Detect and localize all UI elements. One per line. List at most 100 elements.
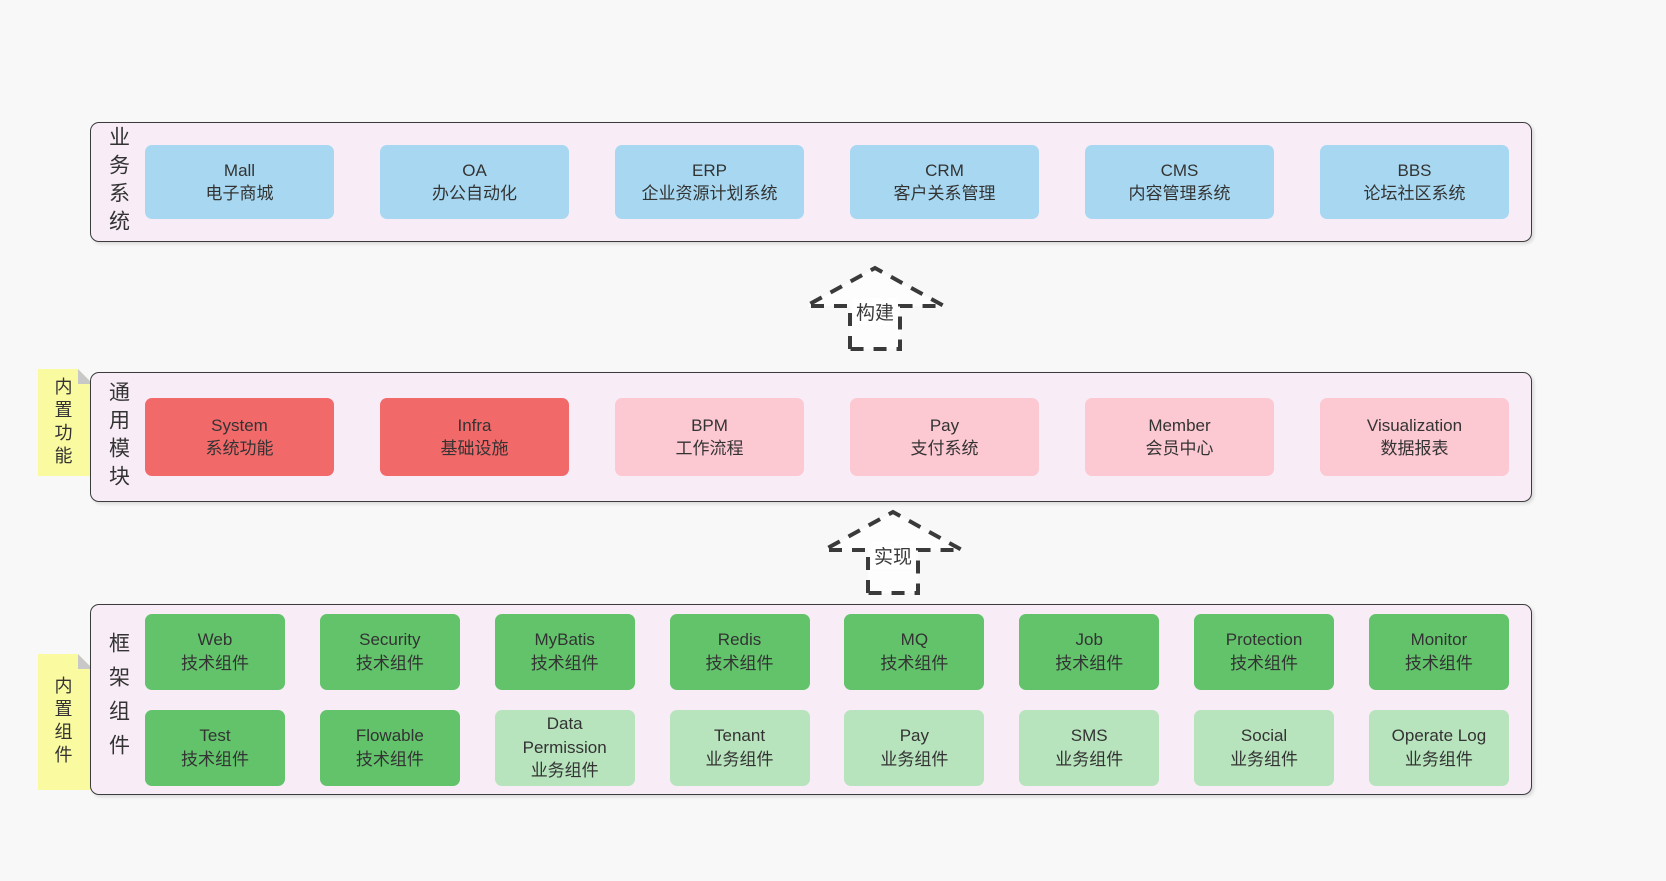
arrow-label: 实现	[870, 542, 916, 569]
box-subtitle: 技术组件	[880, 653, 949, 673]
box-subtitle: 技术组件	[705, 653, 774, 673]
box-title: Web	[197, 630, 233, 650]
box-subtitle: 基础设施	[440, 439, 509, 458]
section-label-common-modules: 通用模块	[91, 373, 145, 501]
box-web: Web 技术组件	[145, 613, 285, 690]
box-title: SMS	[1070, 726, 1108, 746]
box-operate-log: Operate Log 业务组件	[1368, 709, 1509, 786]
section-business-systems: 业务系统 Mall 电子商城 OA 办公自动化 ERP 企业资源计划系统 CRM	[90, 122, 1532, 242]
box-title: Test	[199, 726, 231, 746]
box-subtitle: 支付系统	[910, 439, 979, 458]
box-infra: Infra 基础设施	[380, 398, 569, 476]
box-title: Redis	[717, 630, 762, 650]
box-subtitle: 技术组件	[355, 653, 424, 673]
box-tenant: Tenant 业务组件	[669, 709, 810, 786]
box-subtitle: 内容管理系统	[1128, 184, 1231, 203]
build-arrow: 构建	[800, 262, 950, 352]
box-social: Social 业务组件	[1194, 709, 1335, 786]
box-mq: MQ 技术组件	[844, 613, 985, 690]
box-subtitle: 技术组件	[1230, 653, 1299, 673]
box-data-permission: Data Permission 业务组件	[494, 709, 635, 786]
box-subtitle: 工作流程	[675, 439, 744, 458]
box-subtitle: 技术组件	[1055, 653, 1124, 673]
box-visualization: Visualization 数据报表	[1320, 398, 1509, 476]
box-subtitle: 技术组件	[181, 653, 249, 673]
box-subtitle: 技术组件	[181, 749, 249, 769]
sticky-note-text: 内置功能	[52, 376, 73, 469]
common-modules-boxes: System 系统功能 Infra 基础设施 BPM 工作流程 Pay 支付系统…	[145, 373, 1531, 501]
box-title: System	[211, 415, 268, 435]
box-title: Infra	[457, 415, 492, 435]
box-system: System 系统功能	[145, 398, 334, 476]
box-title: Pay	[929, 415, 960, 435]
box-title: Job	[1075, 630, 1103, 650]
box-subtitle: 业务组件	[1230, 749, 1299, 769]
box-subtitle: 论坛社区系统	[1363, 184, 1466, 203]
box-subtitle: 系统功能	[205, 439, 274, 458]
box-protection: Protection 技术组件	[1194, 613, 1335, 690]
sticky-note-built-in-features: 内置功能	[38, 369, 93, 476]
box-subtitle: 会员中心	[1145, 439, 1214, 458]
box-row: Mall 电子商城 OA 办公自动化 ERP 企业资源计划系统 CRM 客户关系…	[145, 145, 1509, 219]
box-subtitle: 业务组件	[880, 749, 949, 769]
box-title: BBS	[1397, 160, 1432, 180]
box-pay: Pay 支付系统	[850, 398, 1039, 476]
box-subtitle: 办公自动化	[432, 184, 517, 203]
box-title: CMS	[1160, 160, 1199, 180]
box-title: Monitor	[1410, 630, 1468, 650]
box-title: Social	[1240, 726, 1288, 746]
box-oa: OA 办公自动化	[380, 145, 569, 219]
box-subtitle: 技术组件	[1404, 653, 1473, 673]
box-redis: Redis 技术组件	[669, 613, 810, 690]
box-title: Protection	[1225, 630, 1303, 650]
sticky-note-text: 内置组件	[52, 676, 73, 768]
business-systems-boxes: Mall 电子商城 OA 办公自动化 ERP 企业资源计划系统 CRM 客户关系…	[145, 123, 1531, 241]
box-subtitle: 电子商城	[205, 184, 274, 203]
box-cms: CMS 内容管理系统	[1085, 145, 1274, 219]
box-crm: CRM 客户关系管理	[850, 145, 1039, 219]
section-label-text: 业务系统	[106, 126, 130, 238]
box-title: MyBatis	[534, 630, 595, 650]
box-title: Data Permission	[522, 714, 607, 757]
box-title: CRM	[925, 160, 964, 180]
box-subtitle: 技术组件	[530, 653, 599, 673]
box-bpm: BPM 工作流程	[615, 398, 804, 476]
box-erp: ERP 企业资源计划系统	[615, 145, 804, 219]
implement-arrow: 实现	[818, 506, 968, 596]
box-test: Test 技术组件	[145, 709, 285, 786]
box-security: Security 技术组件	[319, 613, 460, 690]
box-subtitle: 企业资源计划系统	[641, 184, 778, 203]
box-subtitle: 技术组件	[355, 749, 424, 769]
box-sms: SMS 业务组件	[1019, 709, 1160, 786]
sticky-note-built-in-components: 内置组件	[38, 654, 93, 790]
box-title: Visualization	[1366, 415, 1463, 435]
box-title: BPM	[691, 415, 728, 435]
box-title: Tenant	[714, 726, 766, 746]
box-monitor: Monitor 技术组件	[1368, 613, 1509, 690]
arrow-label: 构建	[852, 298, 898, 325]
box-pay-business: Pay 业务组件	[844, 709, 985, 786]
box-job: Job 技术组件	[1019, 613, 1160, 690]
section-label-text: 通用模块	[106, 381, 130, 493]
box-mybatis: MyBatis 技术组件	[494, 613, 635, 690]
box-title: Flowable	[355, 726, 424, 746]
box-member: Member 会员中心	[1085, 398, 1274, 476]
section-label-business-systems: 业务系统	[91, 123, 145, 241]
box-row: Test 技术组件 Flowable 技术组件 Data Permission …	[145, 709, 1509, 786]
box-title: Member	[1148, 415, 1211, 435]
box-title: Mall	[223, 160, 256, 180]
box-title: ERP	[692, 160, 727, 180]
box-title: Security	[359, 630, 421, 650]
box-subtitle: 业务组件	[530, 761, 599, 781]
box-subtitle: 数据报表	[1380, 439, 1449, 458]
box-row: Web 技术组件 Security 技术组件 MyBatis 技术组件 Redi…	[145, 613, 1509, 690]
section-common-modules: 通用模块 System 系统功能 Infra 基础设施 BPM 工作流程 Pay	[90, 372, 1532, 502]
box-bbs: BBS 论坛社区系统	[1320, 145, 1509, 219]
box-title: Pay	[899, 726, 930, 746]
box-title: Operate Log	[1391, 726, 1487, 746]
section-label-text: 框架组件	[106, 631, 130, 768]
box-subtitle: 客户关系管理	[893, 184, 996, 203]
box-title: OA	[462, 160, 487, 180]
section-label-framework-components: 框架组件	[91, 605, 145, 794]
